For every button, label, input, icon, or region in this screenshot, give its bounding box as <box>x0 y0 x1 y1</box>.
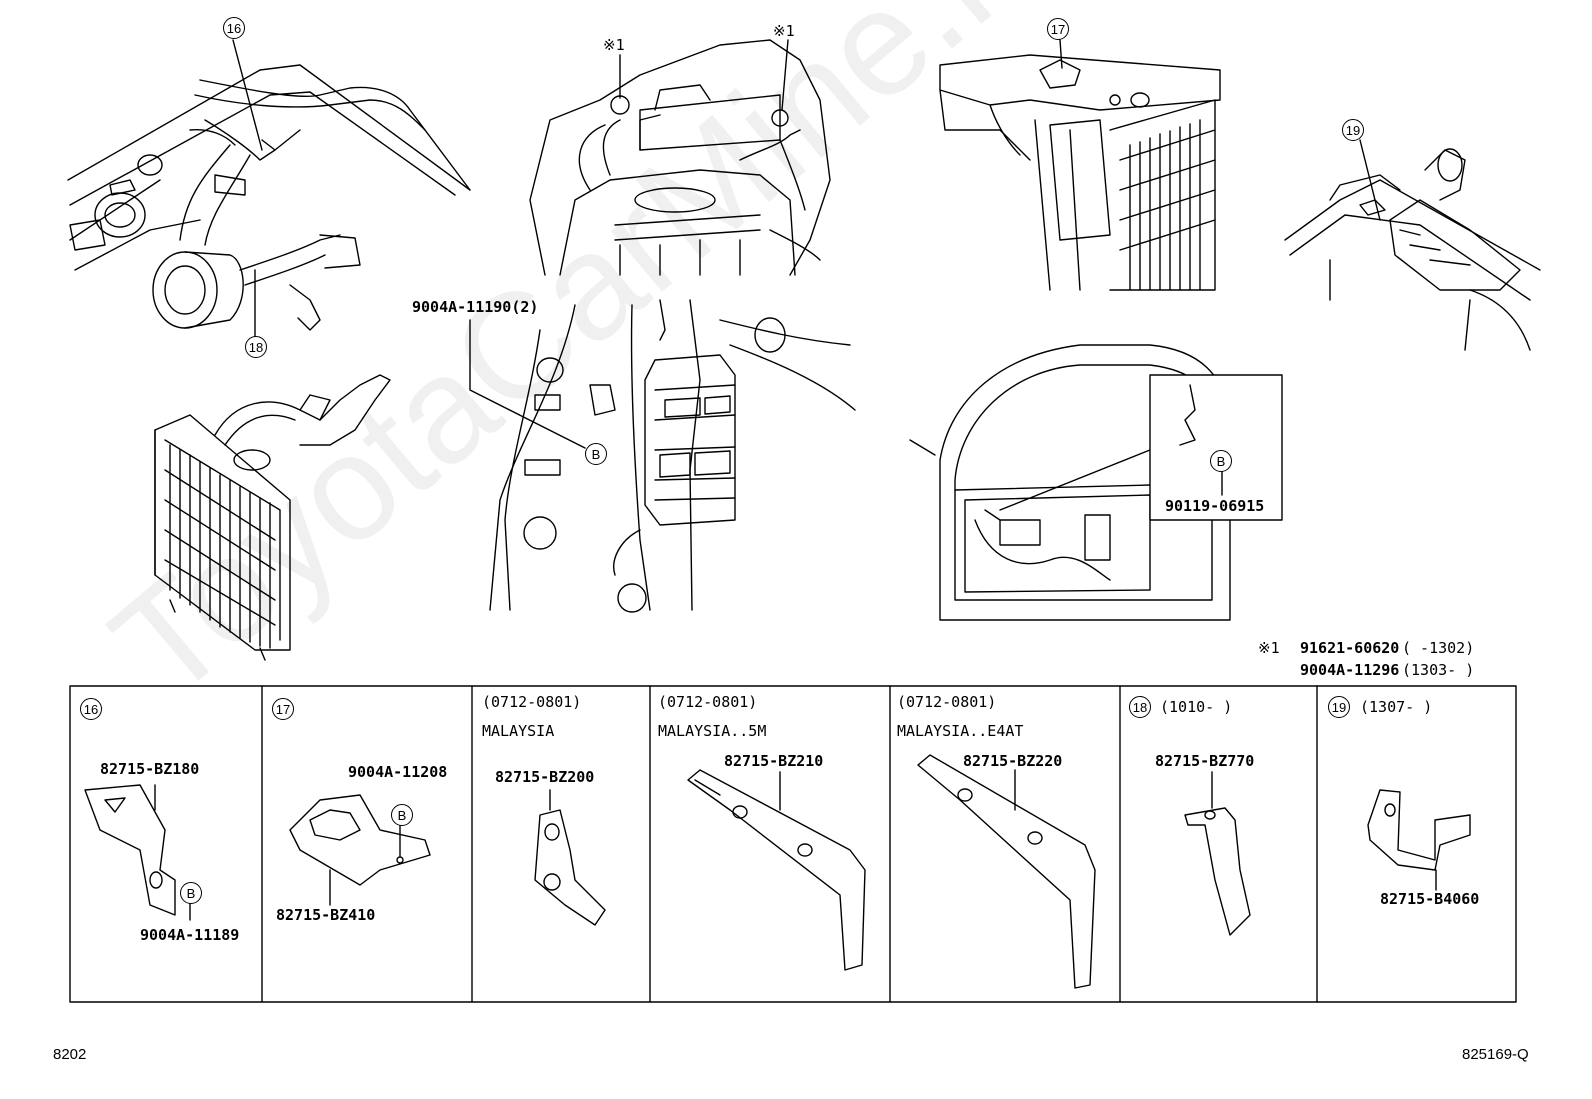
range-bz220: (0712-0801) <box>897 693 997 711</box>
callout-16: 16 <box>223 17 245 39</box>
shifter-view <box>1284 139 1541 351</box>
part-82715-bz410: 82715-BZ410 <box>276 906 376 924</box>
relay-block-view <box>469 299 856 613</box>
table-b-16: B <box>180 882 202 904</box>
part-82715-b4060: 82715-B4060 <box>1380 890 1480 908</box>
region-bz200: MALAYSIA <box>482 722 555 740</box>
bracket-bz200 <box>534 789 606 926</box>
region-bz220: MALAYSIA..E4AT <box>897 722 1024 740</box>
range-b4060: (1307- ) <box>1360 698 1433 716</box>
radiator-support-view <box>939 39 1221 291</box>
bracket-16 <box>84 784 191 921</box>
note-line1-mark: ※1 <box>1258 639 1280 657</box>
note-mark-right: ※1 <box>773 22 795 40</box>
range-bz770: (1010- ) <box>1160 698 1233 716</box>
bracket-bz210 <box>687 769 866 971</box>
part-82715-bz200: 82715-BZ200 <box>495 768 595 786</box>
bracket-bz770 <box>1184 771 1251 936</box>
fuse-box-view <box>529 39 831 276</box>
label-90119-06915: 90119-06915 <box>1165 497 1265 515</box>
note-line2-range: (1303- ) <box>1402 661 1475 679</box>
range-bz200: (0712-0801) <box>482 693 582 711</box>
region-bz210: MALAYSIA..5M <box>658 722 767 740</box>
part-82715-bz220: 82715-BZ220 <box>963 752 1063 770</box>
table-callout-16: 16 <box>80 698 102 720</box>
note-mark-left: ※1 <box>603 36 625 54</box>
table-callout-18: 18 <box>1129 696 1151 718</box>
callout-17: 17 <box>1047 18 1069 40</box>
part-9004a-11189: 9004A-11189 <box>140 926 240 944</box>
bracket-bz220 <box>917 754 1096 989</box>
back-door-view <box>909 344 1283 621</box>
footer-left-code: 8202 <box>53 1046 87 1063</box>
callout-b-door: B <box>1210 450 1232 472</box>
range-bz210: (0712-0801) <box>658 693 758 711</box>
table-callout-17: 17 <box>272 698 294 720</box>
callout-18: 18 <box>245 336 267 358</box>
parts-table-grid <box>69 685 1517 1003</box>
part-82715-bz770: 82715-BZ770 <box>1155 752 1255 770</box>
part-82715-bz210: 82715-BZ210 <box>724 752 824 770</box>
callout-b-relay: B <box>585 443 607 465</box>
label-9004a-11190: 9004A-11190(2) <box>412 298 539 316</box>
part-9004a-11208: 9004A-11208 <box>348 763 448 781</box>
table-b-17: B <box>391 804 413 826</box>
bracket-b4060 <box>1367 789 1471 891</box>
radiator-view <box>154 374 391 661</box>
part-82715-bz180: 82715-BZ180 <box>100 760 200 778</box>
table-callout-19: 19 <box>1328 696 1350 718</box>
note-line1-range: ( -1302) <box>1402 639 1475 657</box>
note-line1-part: 91621-60620 <box>1300 639 1400 657</box>
footer-right-code: 825169-Q <box>1462 1046 1529 1063</box>
engine-bay-view <box>67 39 471 341</box>
bracket-17 <box>289 794 431 906</box>
callout-19: 19 <box>1342 119 1364 141</box>
note-line2-part: 9004A-11296 <box>1300 661 1400 679</box>
